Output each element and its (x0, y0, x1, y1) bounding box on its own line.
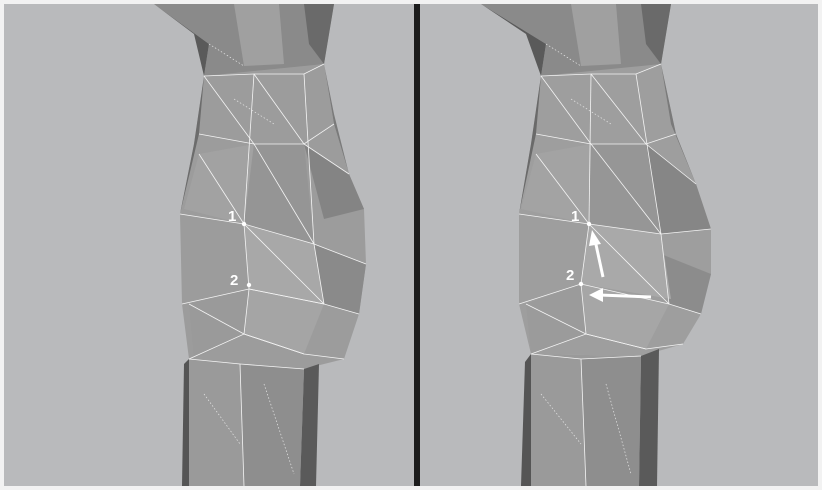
mesh-face (639, 349, 659, 486)
vertex-label: 1 (571, 208, 579, 225)
vertex-marker-icon (242, 222, 246, 226)
mesh-view-right: 1 2 (421, 4, 818, 486)
mesh-face (182, 359, 189, 486)
vertex-marker-icon (579, 282, 583, 286)
viewport-divider[interactable] (414, 0, 420, 490)
vertex-marker-icon (587, 222, 591, 226)
frame-border-bottom (0, 486, 822, 490)
frame-border-top (0, 0, 822, 4)
frame-border-right (818, 0, 822, 490)
mesh-face (521, 354, 531, 486)
character-mesh (154, 4, 366, 486)
viewport-right[interactable]: 1 2 (421, 4, 818, 486)
viewport-left[interactable]: 1 2 (4, 4, 413, 486)
vertex-marker-icon (247, 283, 251, 287)
mesh-view-left: 1 2 (4, 4, 413, 486)
vertex-label: 2 (566, 267, 574, 284)
vertex-label: 1 (228, 208, 236, 225)
mesh-face (240, 364, 304, 486)
frame-border-left (0, 0, 4, 490)
mesh-face (581, 356, 641, 486)
vertex-label: 2 (230, 272, 238, 289)
